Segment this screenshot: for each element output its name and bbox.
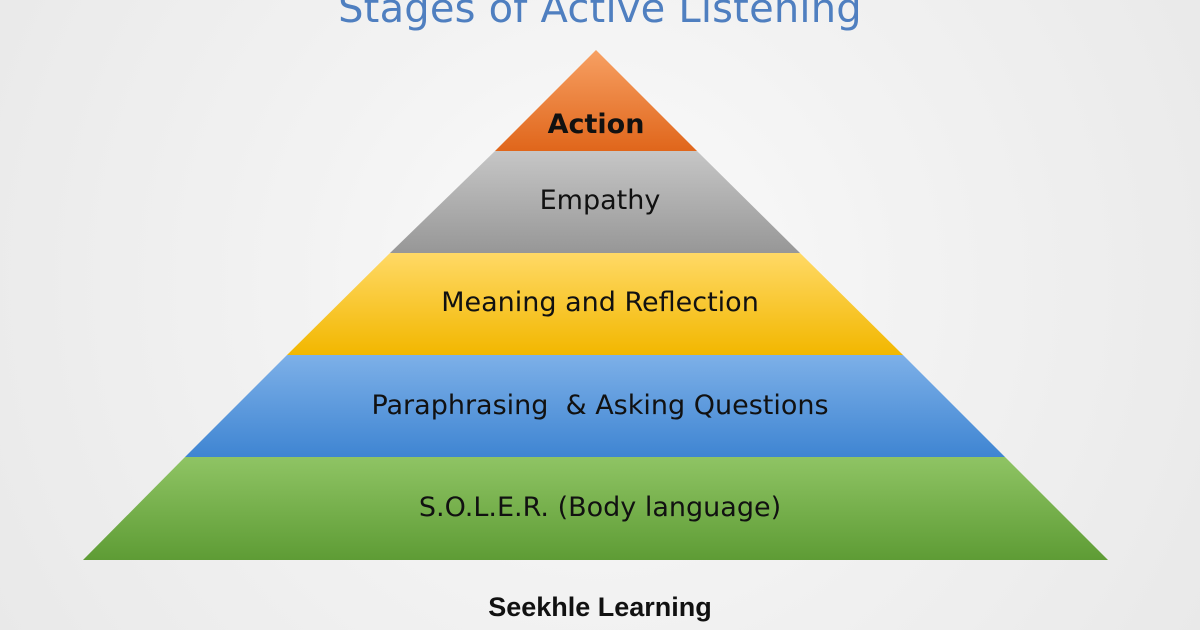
layer-action-label: Action <box>547 109 645 140</box>
layer-empathy-shape <box>390 151 800 253</box>
layer-paraphrasing-shape <box>185 355 1005 457</box>
layer-empathy-label: Empathy <box>539 185 661 216</box>
layer-meaning-shape <box>287 253 903 355</box>
layer-soler-label: S.O.L.E.R. (Body language) <box>418 492 782 523</box>
layer-action-shape <box>495 50 697 151</box>
layer-soler-shape <box>83 457 1108 560</box>
page-title: Stages of Active Listening <box>338 0 862 32</box>
layer-meaning-label: Meaning and Reflection <box>441 287 759 318</box>
layer-paraphrasing-label: Paraphrasing & Asking Questions <box>371 390 829 421</box>
brand-name: Seekhle Learning <box>488 592 712 622</box>
